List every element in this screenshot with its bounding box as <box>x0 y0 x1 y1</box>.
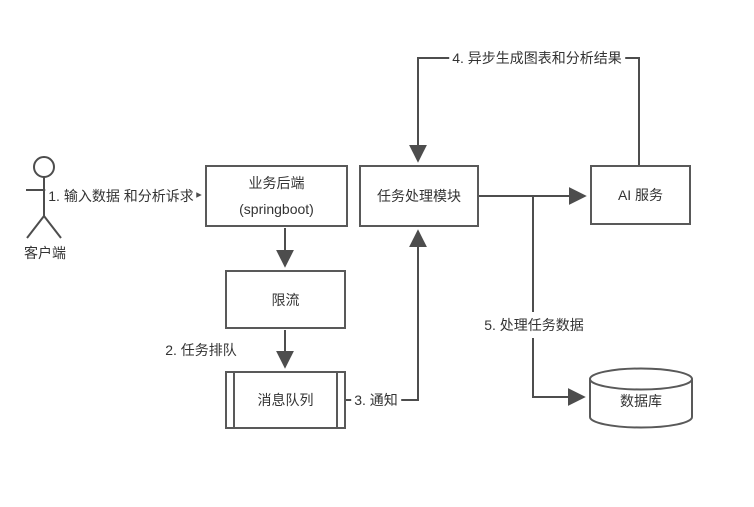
edge-input-request-label-line2: 和分析诉求 <box>123 188 194 204</box>
edge-async-result-arrow <box>409 57 640 165</box>
rate-limit-node: 限流 <box>225 270 346 329</box>
client-actor-icon <box>26 156 63 239</box>
ai-service-label: AI 服务 <box>617 187 664 203</box>
task-module-node: 任务处理模块 <box>359 165 479 227</box>
database-label: 数据库 <box>620 393 662 409</box>
business-backend-subtitle: (springboot) <box>239 201 314 217</box>
edge-notify-label: 3. 通知 <box>351 387 401 413</box>
task-module-label: 任务处理模块 <box>377 188 461 204</box>
edge-input-request-label: 1. 输入数据 和分析诉求 <box>45 183 197 209</box>
ai-service-node: AI 服务 <box>590 165 691 225</box>
business-backend-node: 业务后端 (springboot) <box>205 165 348 227</box>
edge-input-request-label-line1: 1. 输入数据 <box>48 188 120 204</box>
business-backend-title: 业务后端 <box>248 175 305 191</box>
message-queue-label: 消息队列 <box>257 392 314 408</box>
edge-process-data-label: 5. 处理任务数据 <box>481 312 587 338</box>
message-queue-node: 消息队列 <box>225 371 346 429</box>
edge-process-data-arrow <box>532 196 586 406</box>
edge-async-result-label: 4. 异步生成图表和分析结果 <box>449 45 625 71</box>
client-actor-label: 客户端 <box>24 245 66 261</box>
rate-limit-label: 限流 <box>271 291 300 308</box>
database-cylinder-icon <box>589 367 693 429</box>
edge-notify-arrow <box>346 229 427 401</box>
edge-task-enqueue-label: 2. 任务排队 <box>162 337 240 363</box>
